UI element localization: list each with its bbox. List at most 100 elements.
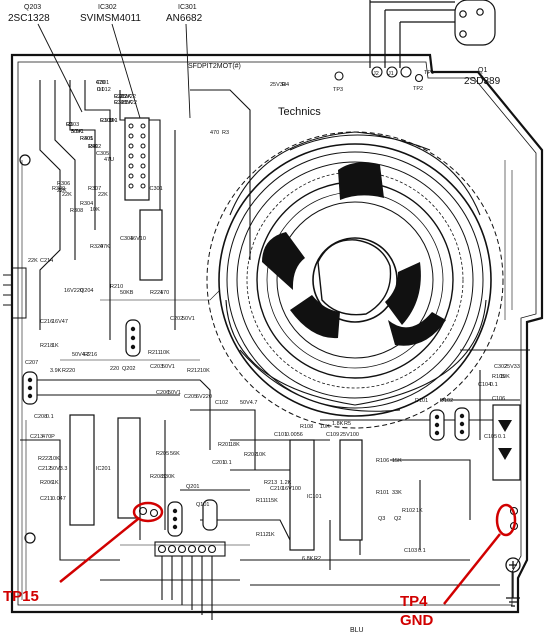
- tp4-label: TP4: [400, 593, 428, 610]
- component-label: C105: [484, 434, 497, 440]
- ic-301: [124, 117, 150, 201]
- component-label: 50V3.3: [50, 466, 67, 472]
- component-label: 50V1: [162, 364, 175, 370]
- component-label: Q3: [378, 516, 385, 522]
- component-label: 0.1: [490, 382, 498, 388]
- component-label: R205: [156, 451, 169, 457]
- component-label: C103: [404, 548, 417, 554]
- component-label: 0.1: [498, 434, 506, 440]
- ground-terminal: [505, 557, 521, 607]
- component-label: C305: [96, 151, 109, 157]
- component-label: 15K: [268, 498, 278, 504]
- component-label: 10K: [50, 456, 60, 462]
- component-label: R307: [88, 186, 101, 192]
- ic302-part: SVIMSM4011: [80, 13, 141, 24]
- component-label: C303: [66, 122, 79, 128]
- component-label: 6.8K: [302, 556, 314, 562]
- component-label: 16V47: [52, 319, 68, 325]
- component-label: R301: [114, 100, 127, 106]
- component-label: R304: [80, 201, 93, 207]
- ic-label: IC301: [148, 186, 163, 192]
- component-label: 16V220: [64, 288, 83, 294]
- component-label: R202: [244, 452, 257, 458]
- q1-ref: Q1: [478, 67, 487, 74]
- component-label: C304: [120, 236, 133, 242]
- component-label: R5: [344, 421, 351, 427]
- mounting-hole: [19, 154, 31, 166]
- component-label: 10K: [500, 374, 510, 380]
- component-label: C3: [114, 100, 121, 106]
- tp4-gnd-label: GND: [400, 612, 434, 629]
- tp15-pads: [138, 506, 159, 518]
- component-label: 18K: [230, 442, 240, 448]
- component-label: 470: [160, 290, 169, 296]
- component-label: 0.1: [418, 548, 426, 554]
- component-label: R108: [300, 424, 313, 430]
- component-label: 330K: [162, 474, 175, 480]
- ic-101: [289, 439, 363, 551]
- left-connector: [3, 267, 27, 319]
- header-labels: Q203 2SC1328 IC302 SVIMSM4011 IC301 AN66…: [8, 4, 203, 119]
- component-label: 22K: [98, 192, 108, 198]
- component-label: Q202: [122, 366, 135, 372]
- component-label: 1K: [416, 508, 423, 514]
- component-label: 5K: [110, 118, 117, 124]
- component-label: C206: [156, 390, 169, 396]
- board-inner-outline: [17, 61, 537, 606]
- component-label: 10K: [160, 350, 170, 356]
- component-label: C102: [215, 400, 228, 406]
- component-label: 25V22: [120, 94, 136, 100]
- component-label: R212: [187, 368, 200, 374]
- component-label: 3.9K: [71, 129, 83, 135]
- component-label: R303: [100, 118, 113, 124]
- component-label: 10K: [320, 424, 330, 430]
- component-labels: C3010.012R3023.3KR3011.5KC30350V1R3035KR…: [25, 80, 520, 562]
- component-label: R4: [282, 82, 289, 88]
- component-label: R309: [52, 186, 65, 192]
- component-label: 15K: [392, 458, 402, 464]
- motor-hub: [317, 239, 392, 316]
- tp-pin-label: TP3: [333, 87, 343, 93]
- component-label: C211: [40, 496, 53, 502]
- component-label: 16V100: [282, 486, 301, 492]
- component-label: R208: [150, 474, 163, 480]
- component-label: R1: [66, 122, 73, 128]
- component-label: R302: [114, 94, 127, 100]
- component-label: 50V1: [71, 129, 84, 135]
- component-label: R218: [40, 343, 53, 349]
- component-label: 0.047: [52, 496, 66, 502]
- tp-pin-label: TP1: [424, 70, 434, 76]
- component-label: 1.5K: [121, 100, 133, 106]
- tp4-pointer-line: [443, 533, 501, 605]
- component-label: Q204: [80, 288, 93, 294]
- tp15-highlight-circle: [132, 501, 164, 523]
- tp4-highlight-circle: [495, 503, 517, 537]
- component-label: D1: [97, 87, 104, 93]
- component-label: C107: [100, 118, 113, 124]
- tp-pin-labels: TP3 J2 J1 TP2 TP1: [333, 70, 434, 93]
- component-label: C213: [30, 434, 43, 440]
- component-label: 0.012: [97, 87, 111, 93]
- component-label: C101: [274, 432, 287, 438]
- diode-bridge-d1: [492, 404, 521, 481]
- component-label: 220: [110, 366, 119, 372]
- component-label: C106: [492, 396, 505, 402]
- tp-pads-top: [334, 66, 424, 83]
- component-label: 25V22: [121, 100, 137, 106]
- component-label: R2: [314, 556, 321, 562]
- component-label: R305: [80, 136, 93, 142]
- ic-label: Q101: [196, 502, 209, 508]
- mounting-hole: [24, 532, 36, 544]
- component-label: 56K: [170, 451, 180, 457]
- component-label: R320: [90, 244, 103, 250]
- component-label: R221: [150, 290, 163, 296]
- component-label: 22K: [28, 258, 38, 264]
- component-label: 0.0056: [286, 432, 303, 438]
- component-label: C203: [150, 364, 163, 370]
- ic301-part: AN6682: [166, 13, 203, 24]
- component-label: 1K: [268, 532, 275, 538]
- component-label: C205: [184, 394, 197, 400]
- component-label: D101: [415, 398, 428, 404]
- component-label: 16V10: [130, 236, 146, 242]
